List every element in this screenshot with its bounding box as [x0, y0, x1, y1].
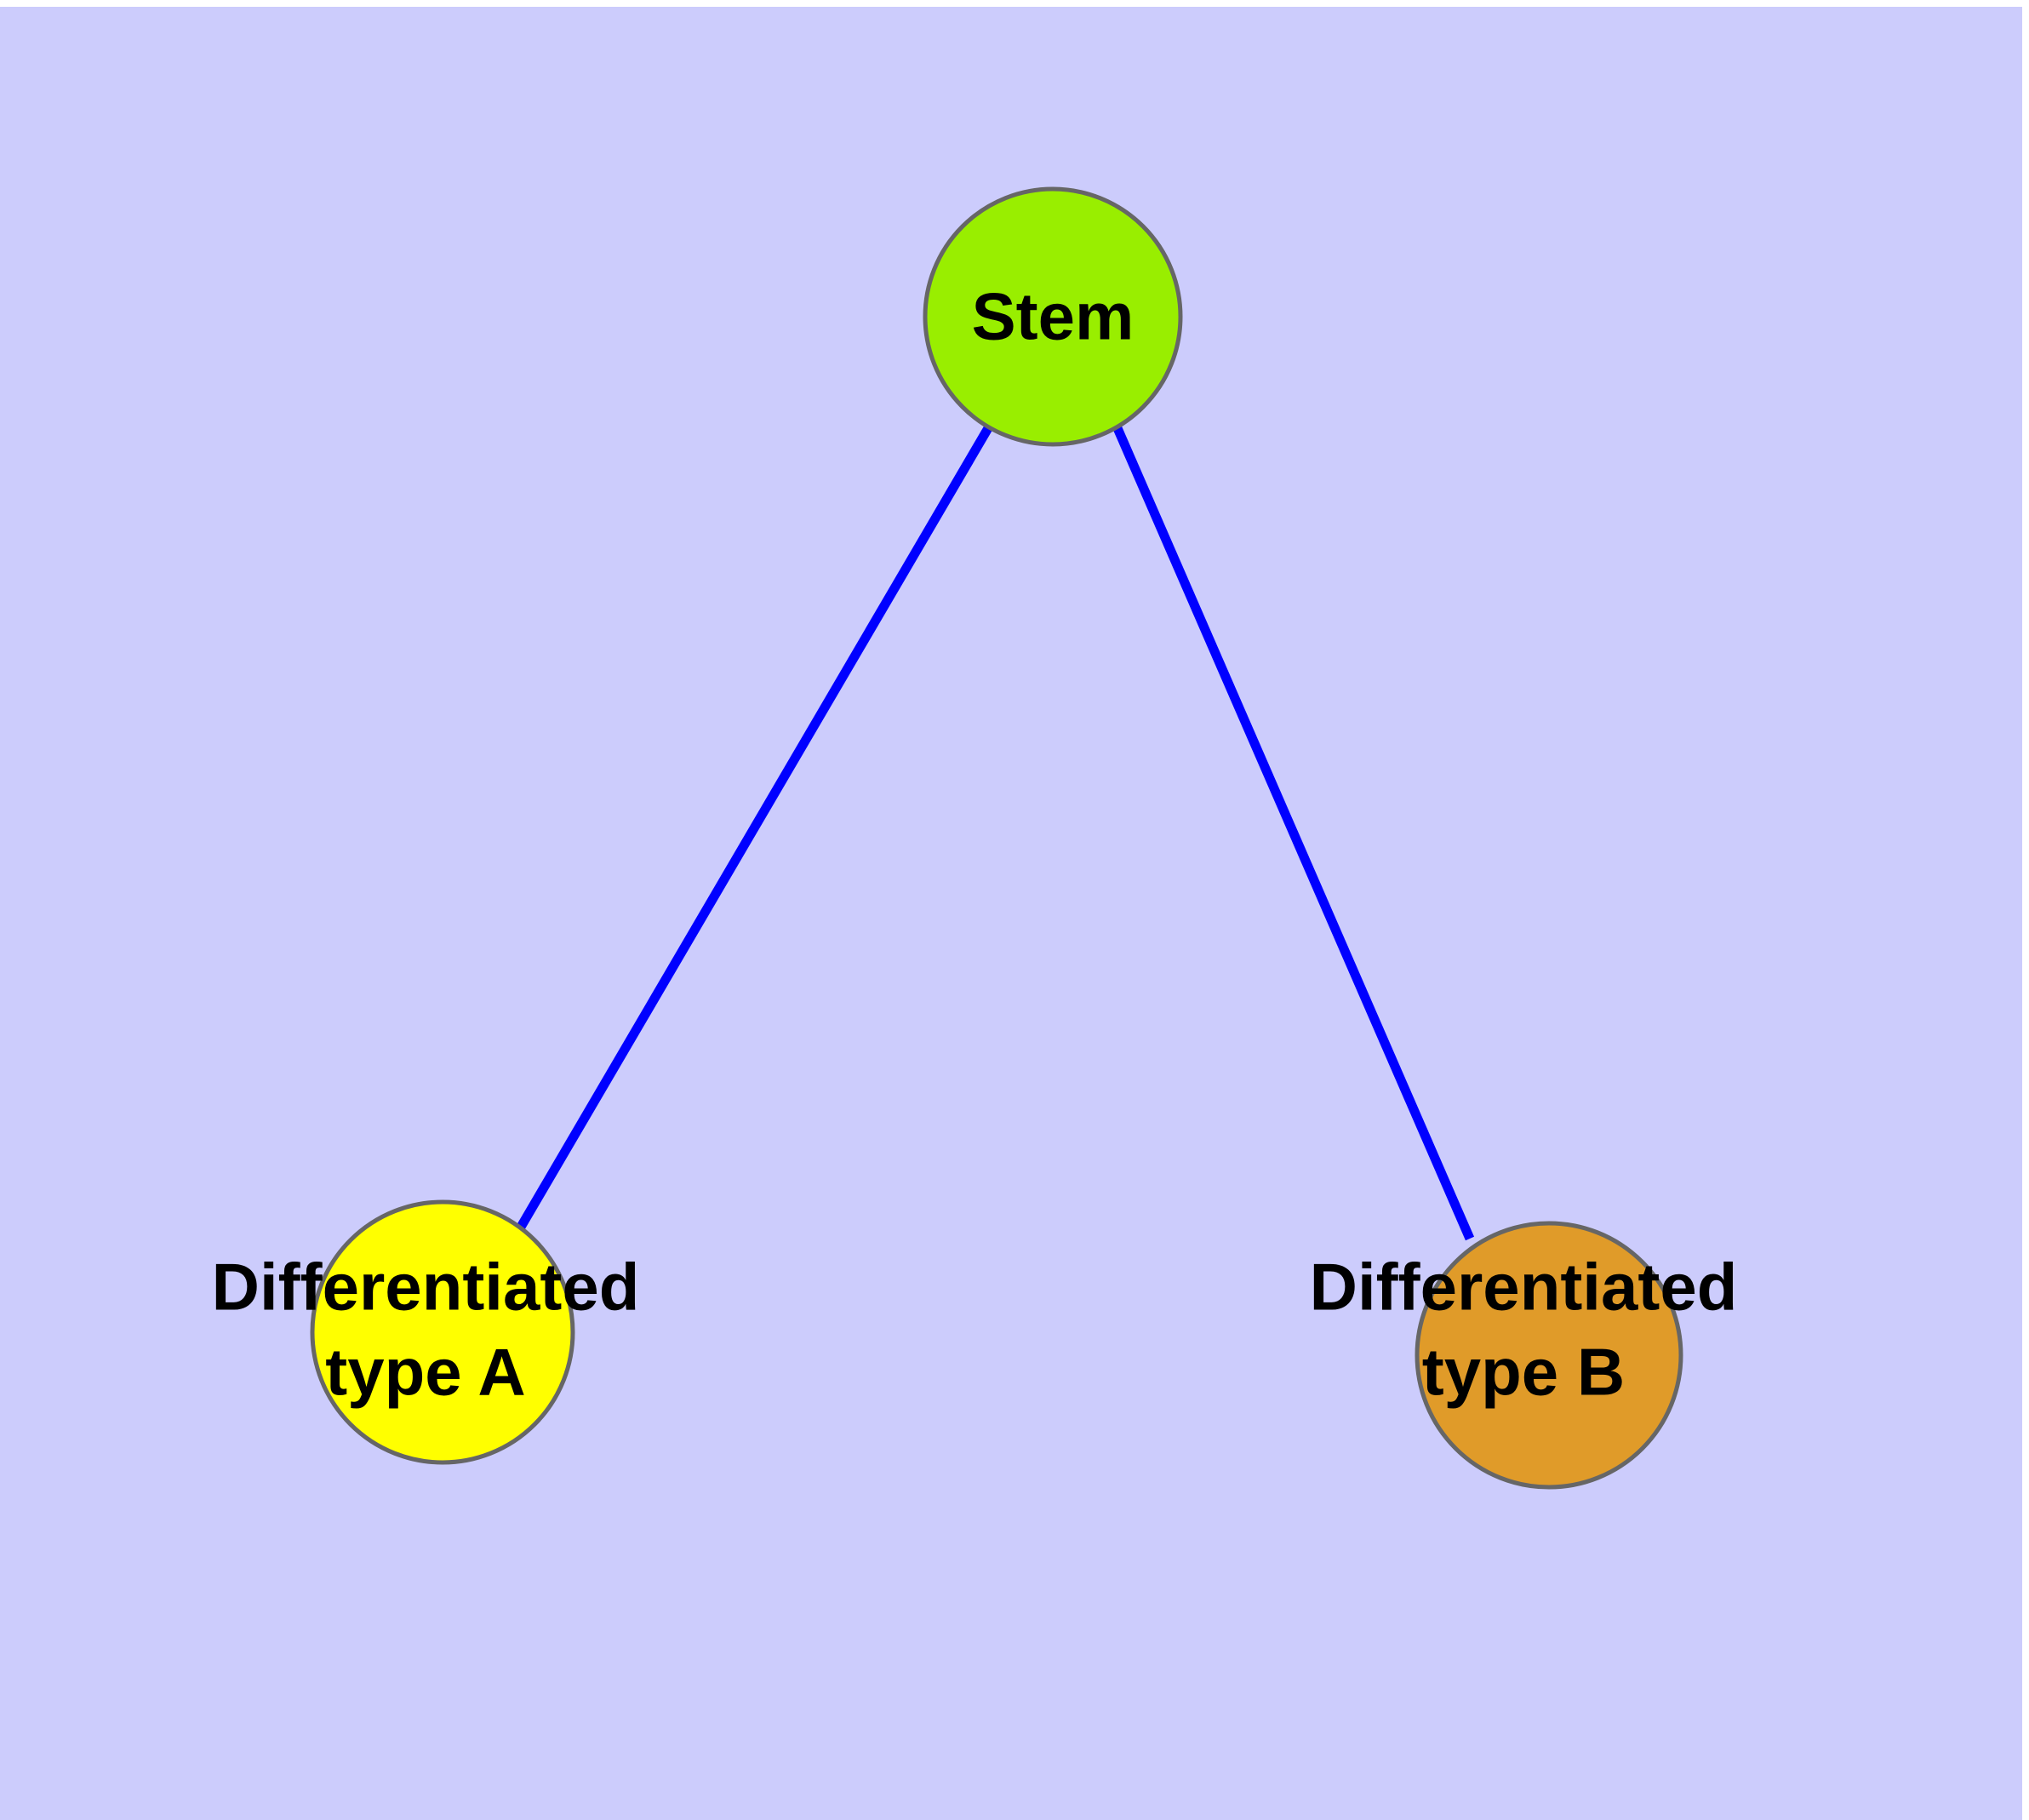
node-stem-circle[interactable] — [923, 186, 1183, 447]
node-diff-b-label-line2: type B — [1422, 1335, 1625, 1410]
nodes-layer — [310, 186, 1683, 1490]
node-diff-a-circle[interactable] — [310, 1199, 575, 1465]
node-diff-a-label-line2: type A — [325, 1335, 526, 1410]
edge-stem-to-diff-a[interactable] — [516, 426, 992, 1231]
node-diff-a-label-line1: Differentiated — [212, 1250, 640, 1325]
edge-stem-to-diff-b[interactable] — [1112, 426, 1475, 1241]
edges-layer — [516, 426, 1475, 1241]
node-stem-label: Stem — [972, 279, 1135, 354]
labels-layer: Stem Differentiated type A Differentiate… — [212, 279, 1738, 1410]
node-diff-b-circle[interactable] — [1415, 1221, 1683, 1490]
node-diff-b-label-line1: Differentiated — [1310, 1250, 1738, 1325]
